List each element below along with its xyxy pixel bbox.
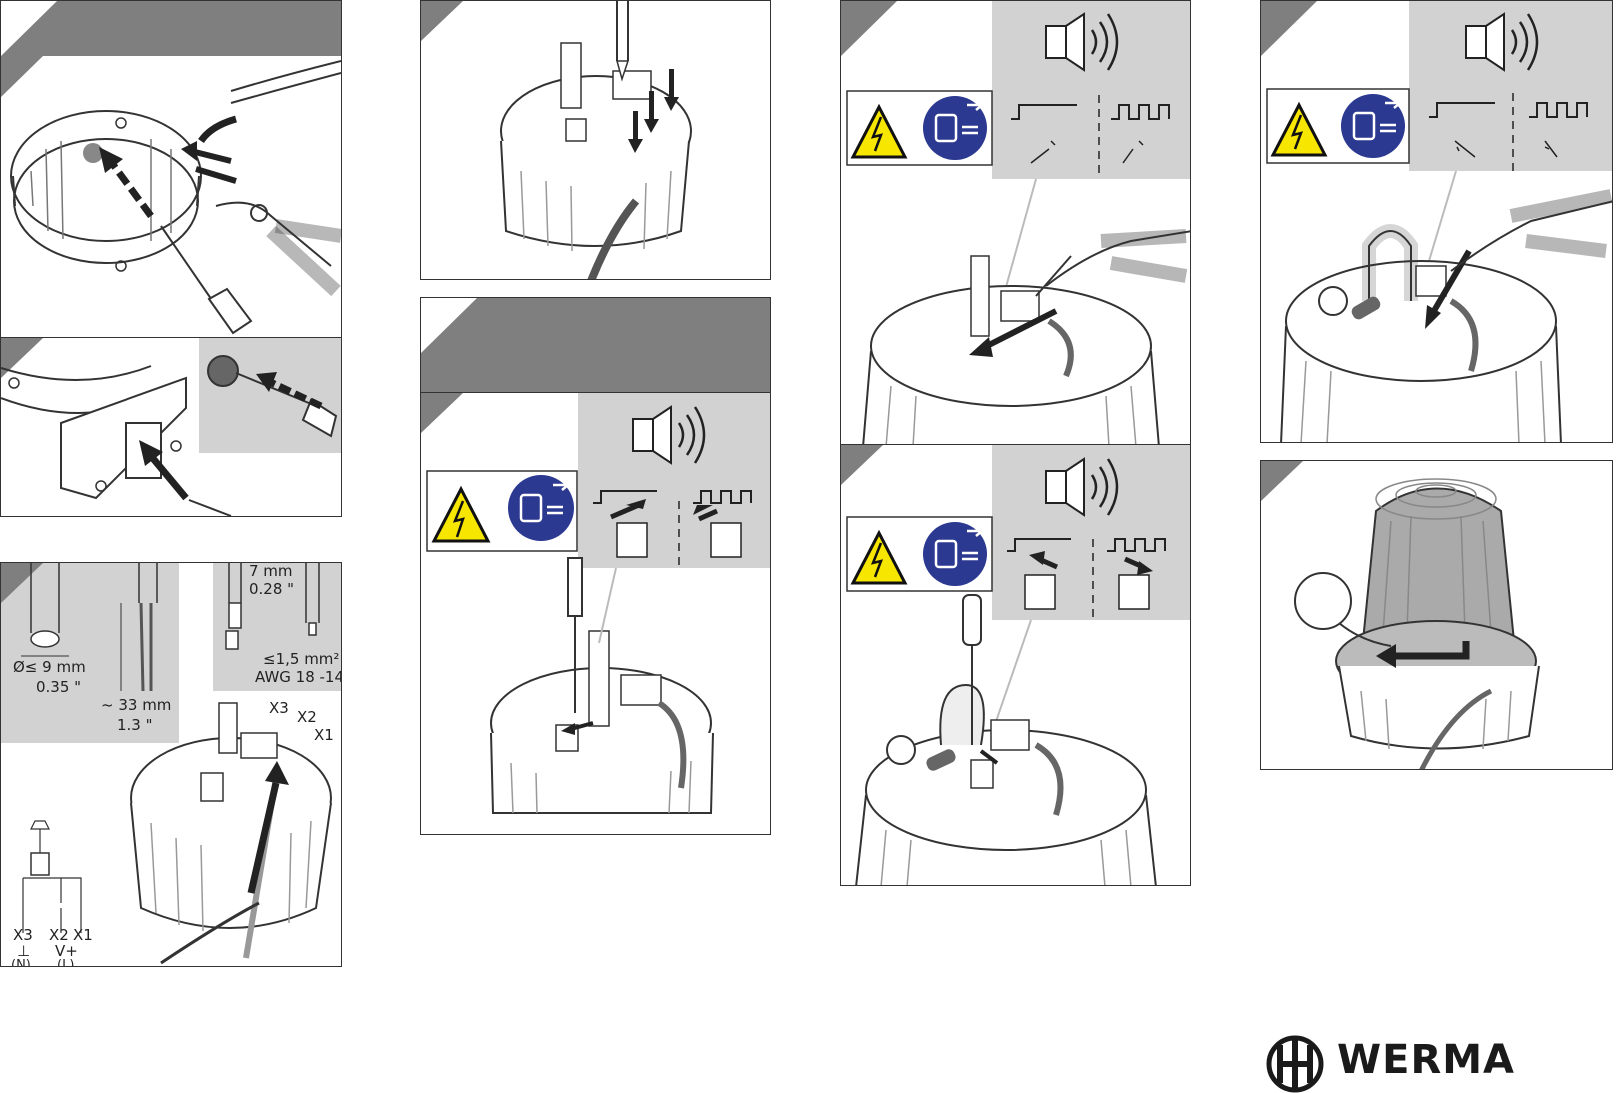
step-panel-jumper-setting [420,392,771,835]
jumper-cut-illustration [841,1,1190,445]
terminal-x1-label: X1 [314,726,334,744]
step-panel-dome-mount [1260,460,1613,770]
werma-logo-icon [1266,1035,1324,1093]
step-panel-bracket [0,337,342,517]
step-panel-jumper-setting-2 [840,444,1191,886]
werma-logo-text: WERMA [1337,1037,1516,1083]
cross-section-label: ≤1,5 mm² [263,650,340,668]
strip-length-label: ~ 33 mm [101,696,172,714]
cable-diameter-inch-label: 0.35 " [36,678,82,696]
ferrule-length-inch-label: 0.28 " [249,580,295,598]
jumper-setting-illustration [421,393,770,814]
ferrule-length-label: 7 mm [249,562,293,580]
step-panel-base-prep [0,0,342,338]
bracket-illustration [1,338,341,516]
schematic-vplus-label: V+ [55,942,78,960]
terminal-x3-label: X3 [269,699,289,717]
strip-length-inch-label: 1.3 " [117,716,153,734]
terminal-x2-label: X2 [297,708,317,726]
step-panel-jumper-cut-pulse [1260,0,1613,443]
step-panel-terminal-insert [420,0,771,280]
header-corner [421,298,477,353]
step-panel-jumper-cut [840,0,1191,446]
schematic-ground-label: ⊥ [17,942,31,960]
terminal-insert-illustration [421,1,692,279]
schematic-x3-label: X3 [13,926,33,944]
schematic-x2-label: X2 [49,926,69,944]
schematic-line-label: (L) [57,958,75,967]
jumper-cut-pulse-illustration [1261,1,1612,442]
werma-logo: WERMA [1265,1035,1585,1093]
base-prep-illustration [1,1,341,335]
step-panel-header-jumper [420,297,771,394]
wiring-illustration [1,563,341,965]
jumper-setting-2-illustration [841,445,1190,885]
cable-diameter-label: Ø≤ 9 mm [13,658,86,676]
awg-label: AWG 18 -14 [255,668,342,686]
dome-mount-illustration [1261,461,1540,769]
schematic-neutral-label: (N) [11,958,31,967]
schematic-x1-label: X1 [73,926,93,944]
step-panel-wiring: Ø≤ 9 mm 0.35 " ~ 33 mm 1.3 " 7 mm 0.28 "… [0,562,342,967]
